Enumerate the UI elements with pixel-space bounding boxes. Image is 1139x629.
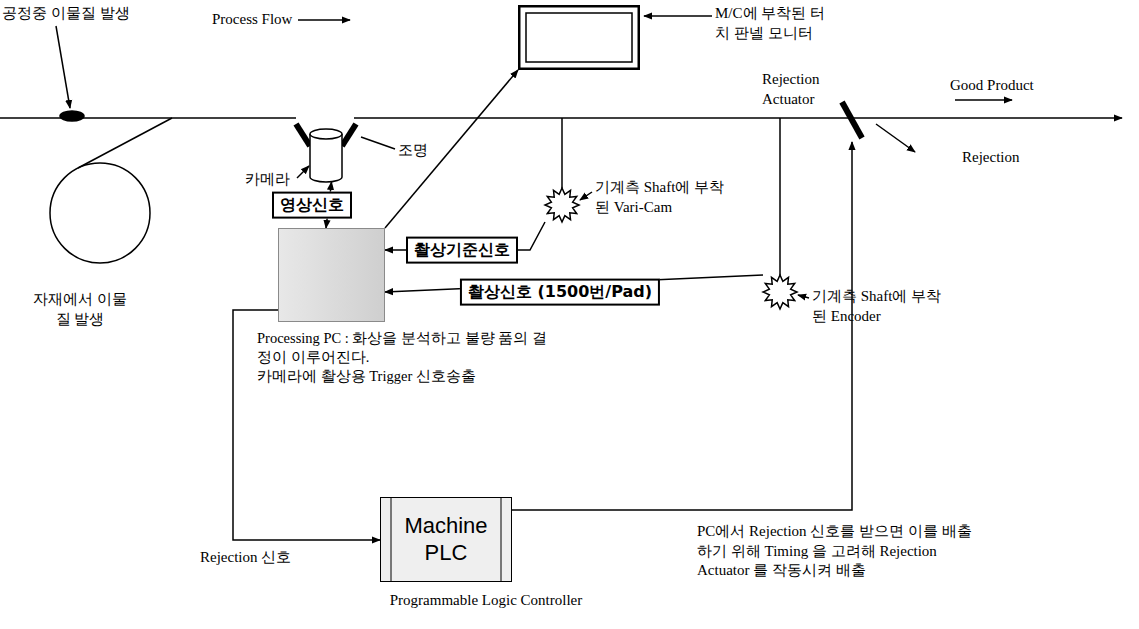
camera-outline: [308, 128, 344, 182]
actuator-bar: [842, 102, 862, 138]
shaft-line: [561, 118, 563, 188]
leader-line: [580, 192, 592, 200]
gear-outline: [545, 188, 579, 222]
reject-arrow: [876, 124, 915, 152]
camera-body: [310, 134, 342, 182]
annotation-label: 조명: [398, 141, 428, 161]
plc-box: Machine PLCProgrammable Logic Controller: [380, 497, 512, 582]
camera-symbol: 카메라: [308, 128, 344, 182]
monitor-frame: [519, 6, 639, 69]
leader-line: [644, 15, 712, 17]
node-title: Machine PLC: [399, 513, 493, 566]
annotation-label: 공정중 이물질 발생: [2, 4, 130, 24]
leader-line: [361, 137, 395, 149]
signal-label: 촬상신호 (1500번/Pad): [460, 279, 660, 306]
pointer-arrow: [56, 26, 70, 108]
plc-rail: [501, 498, 502, 581]
material-feed: [78, 118, 172, 168]
signal-label: 영상신호: [272, 192, 352, 219]
node-caption: Processing PC : 화상을 분석하고 불량 품의 결정이 이루어진다…: [257, 329, 557, 386]
monitor-outline: [518, 5, 640, 70]
annotation-label: Process Flow: [212, 10, 292, 30]
shaft-line: [779, 118, 781, 275]
flow-arrow: [955, 99, 1012, 101]
conveyor-line: [354, 117, 1122, 119]
signal-label: Rejection 신호: [200, 548, 291, 568]
gear-outline: [545, 188, 579, 222]
monitor-box: M/C에 부착된 터치 판넬 모니터: [518, 5, 640, 70]
signal-label: 촬상기준신호: [406, 237, 518, 264]
gear-outline: [763, 275, 797, 309]
node-caption: 기계측 Shaft에 부착된 Vari-Cam: [595, 178, 725, 217]
annotation-label: Good Product: [950, 76, 1034, 96]
node-caption: Rejection Actuator: [762, 70, 834, 109]
node-caption: M/C에 부착된 터치 판넬 모니터: [715, 4, 835, 43]
flow-arrow: [298, 19, 350, 21]
camera-top: [310, 129, 342, 139]
annotation-label: 자재에서 이물질 발생: [30, 290, 130, 329]
rejection-actuator: Rejection Actuator: [838, 98, 866, 142]
signal-connector: [512, 142, 852, 510]
encoder-gear: 기계측 Shaft에 부착된 Encoder: [763, 275, 797, 309]
conveyor-line: [0, 117, 296, 119]
leader-line: [297, 166, 309, 178]
annotation-label: PC에서 Rejection 신호를 받으면 이를 배출하기 위해 Timing…: [697, 522, 972, 581]
node-label: 기계측 Shaft에 부착된 Vari-Cam: [595, 178, 725, 217]
node-caption: Programmable Logic Controller: [351, 591, 621, 611]
plc-rail: [391, 498, 392, 581]
foreign-particle: [60, 111, 84, 121]
node-label: 기계측 Shaft에 부착된 Encoder: [812, 287, 942, 326]
leader-line: [798, 295, 809, 298]
actuator-outline: [838, 98, 866, 142]
node-label: 카메라에 촬상용 Trigger 신호송출: [257, 367, 557, 386]
node-label: 카메라: [245, 170, 299, 190]
annotation-label: Rejection: [962, 148, 1019, 168]
material-reel: [50, 163, 150, 263]
node-caption: 기계측 Shaft에 부착된 Encoder: [812, 287, 942, 326]
gear-outline: [763, 275, 797, 309]
node-label: Processing PC : 화상을 분석하고 불량 품의 결정이 이루어진다…: [257, 329, 557, 367]
node-label: Programmable Logic Controller: [351, 591, 621, 611]
light-bar: [342, 124, 356, 146]
node-label: Rejection Actuator: [762, 70, 834, 109]
process-box: Processing PC : 화상을 분석하고 불량 품의 결정이 이루어진다…: [278, 228, 385, 322]
node-caption: 카메라: [245, 170, 299, 190]
vari-cam-gear: 기계측 Shaft에 부착된 Vari-Cam: [545, 188, 579, 222]
signal-connector: [385, 70, 518, 228]
light-bar: [296, 124, 310, 146]
monitor-screen: [526, 13, 632, 62]
node-label: M/C에 부착된 터치 판넬 모니터: [715, 4, 835, 43]
